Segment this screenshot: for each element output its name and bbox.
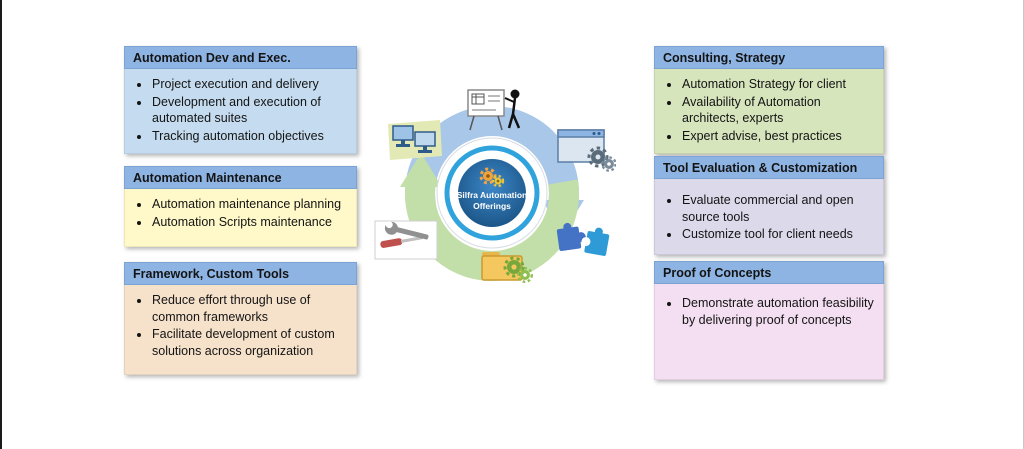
left-edge-line [0, 0, 2, 449]
bullet-item: Tracking automation objectives [151, 128, 348, 145]
bullet-item: Availability of Automation architects, e… [681, 94, 875, 127]
bullet-item: Evaluate commercial and open source tool… [681, 192, 875, 225]
box-body: Project execution and delivery Developme… [124, 69, 357, 154]
folder-gears-icon [478, 246, 534, 291]
box-body: Reduce effort through use of common fram… [124, 285, 357, 375]
box-tool-evaluation: Tool Evaluation & Customization Evaluate… [654, 156, 884, 255]
bullet-item: Project execution and delivery [151, 76, 348, 93]
bullet-item: Automation maintenance planning [151, 196, 348, 213]
box-title: Consulting, Strategy [654, 46, 884, 69]
hub-inner-circle [458, 159, 526, 227]
box-consulting-strategy: Consulting, Strategy Automation Strategy… [654, 46, 884, 154]
center-cycle-diagram: Silfra Automation Offerings [372, 80, 622, 310]
box-title: Automation Dev and Exec. [124, 46, 357, 69]
bullet-item: Expert advise, best practices [681, 128, 875, 145]
puzzle-icon [554, 218, 612, 265]
box-body: Demonstrate automation feasibility by de… [654, 284, 884, 380]
hub-label-line2: Offerings [473, 201, 511, 211]
bullet-item: Demonstrate automation feasibility by de… [681, 295, 875, 328]
bullet-item: Facilitate development of custom solutio… [151, 326, 348, 359]
box-title: Proof of Concepts [654, 261, 884, 284]
hub-label-line1: Silfra Automation [457, 190, 528, 200]
whiteboard-person-icon [466, 86, 528, 141]
bullet-item: Automation Strategy for client [681, 76, 875, 93]
box-automation-maintenance: Automation Maintenance Automation mainte… [124, 166, 357, 247]
tools-icon [374, 220, 438, 265]
box-title: Framework, Custom Tools [124, 262, 357, 285]
window-gears-icon [556, 126, 617, 177]
box-title: Automation Maintenance [124, 166, 357, 189]
bullet-item: Customize tool for client needs [681, 226, 875, 243]
cycle-arrows: Silfra Automation Offerings [400, 106, 584, 281]
bullet-item: Reduce effort through use of common fram… [151, 292, 348, 325]
gears-icon [479, 167, 505, 188]
box-framework-custom-tools: Framework, Custom Tools Reduce effort th… [124, 262, 357, 375]
bullet-item: Automation Scripts maintenance [151, 214, 348, 231]
dev-computers-icon [386, 118, 444, 167]
bullet-item: Development and execution of automated s… [151, 94, 348, 127]
box-title: Tool Evaluation & Customization [654, 156, 884, 179]
box-automation-dev-exec: Automation Dev and Exec. Project executi… [124, 46, 357, 154]
cycle-arrowhead-left [400, 153, 442, 187]
box-body: Automation maintenance planning Automati… [124, 189, 357, 247]
box-body: Automation Strategy for client Availabil… [654, 69, 884, 154]
box-proof-of-concepts: Proof of Concepts Demonstrate automation… [654, 261, 884, 380]
box-body: Evaluate commercial and open source tool… [654, 179, 884, 255]
